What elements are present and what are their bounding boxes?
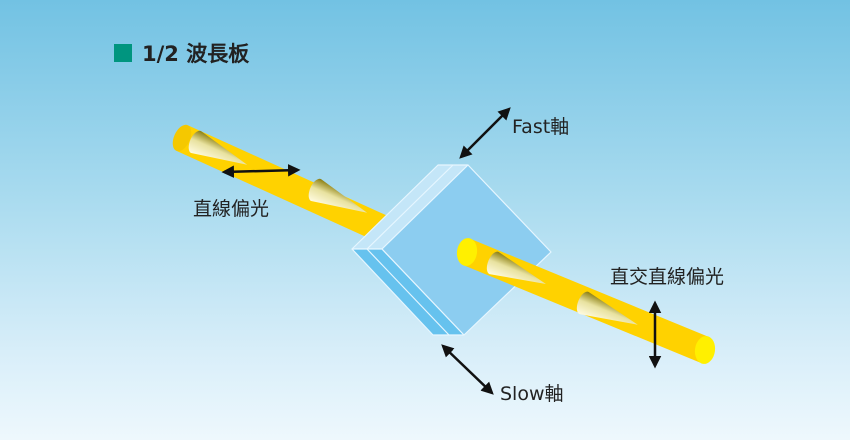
- slow-axis-arrow: [441, 344, 494, 395]
- orthogonal-polarization-label: 直交直線偏光: [610, 266, 725, 288]
- cone-4: [576, 291, 638, 325]
- cone-3: [486, 251, 546, 284]
- slow-axis-label: Slow軸: [500, 383, 564, 405]
- linear-polarization-arrow: [221, 164, 301, 178]
- wave-plate: [351, 164, 552, 336]
- cone-2: [308, 178, 368, 213]
- linear-polarization-label: 直線偏光: [193, 198, 270, 220]
- fast-axis-arrow: [459, 107, 511, 159]
- cone-1: [188, 130, 248, 165]
- title-marker-icon: [114, 44, 132, 62]
- diagram-title: 1/2 波長板: [114, 38, 249, 68]
- title-text: 1/2 波長板: [142, 42, 250, 66]
- fast-axis-label: Fast軸: [512, 116, 570, 138]
